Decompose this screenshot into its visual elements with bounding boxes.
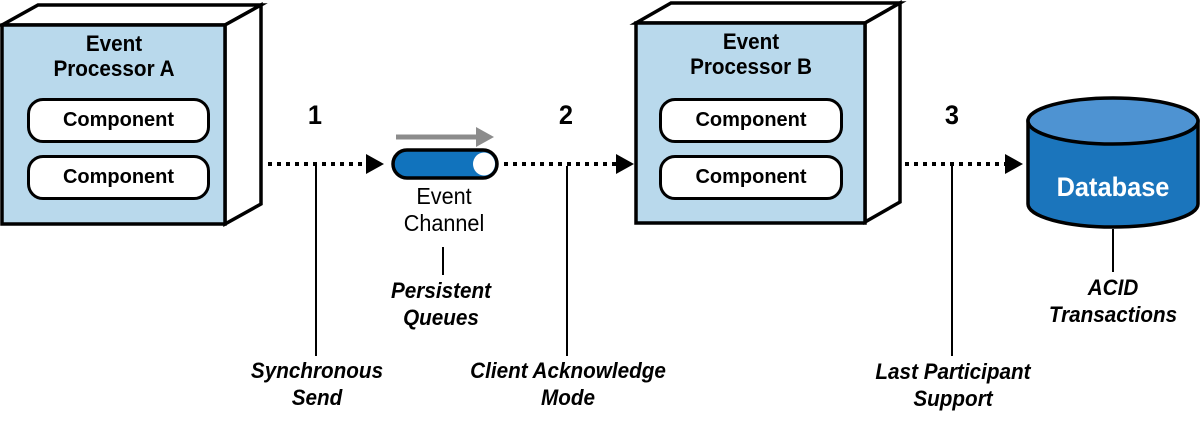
last-participant-annotation: Last Participant Support	[875, 359, 1031, 411]
client-acknowledge-annotation: Client Acknowledge Mode	[470, 358, 666, 410]
arrowhead-1-icon	[366, 154, 384, 174]
arrowhead-3-icon	[1005, 154, 1023, 174]
acid-transactions-annotation: ACID Transactions	[1048, 275, 1178, 327]
step-number-3: 3	[944, 100, 960, 130]
direction-arrow-icon	[396, 127, 494, 147]
event-channel-label: Event Channel	[403, 183, 485, 236]
pipe-body	[391, 148, 499, 180]
arrowhead-2-icon	[616, 154, 634, 174]
processor-b-component-2: Component	[659, 155, 843, 200]
step-number-1: 1	[307, 100, 323, 130]
database-top	[1026, 96, 1200, 146]
processor-b-title: Event Processor B	[690, 29, 812, 79]
processor-a-component-2: Component	[27, 155, 210, 200]
processor-b-side-face	[863, 0, 902, 226]
dotted-flow-2	[504, 154, 634, 174]
processor-a-component-1: Component	[27, 98, 210, 143]
persistent-queues-annotation: Persistent Queues	[390, 278, 492, 330]
processor-b-top-face	[629, 1, 907, 25]
pipe-end-cap	[473, 152, 495, 176]
synchronous-send-annotation: Synchronous Send	[250, 358, 384, 410]
dotted-flow-1	[268, 154, 384, 174]
processor-b-component-1: Component	[659, 98, 843, 143]
database-body	[1026, 119, 1200, 229]
processor-a-side-face	[223, 2, 263, 227]
event-channel-pipe	[391, 148, 499, 180]
dotted-flow-3	[905, 154, 1023, 174]
database-label: Database	[1056, 172, 1170, 202]
direction-arrow-head	[476, 127, 494, 147]
processor-a-title: Event Processor A	[53, 31, 175, 81]
step-number-2: 2	[558, 100, 574, 130]
database-cylinder	[1026, 96, 1200, 229]
processor-a-top-face	[0, 3, 268, 27]
